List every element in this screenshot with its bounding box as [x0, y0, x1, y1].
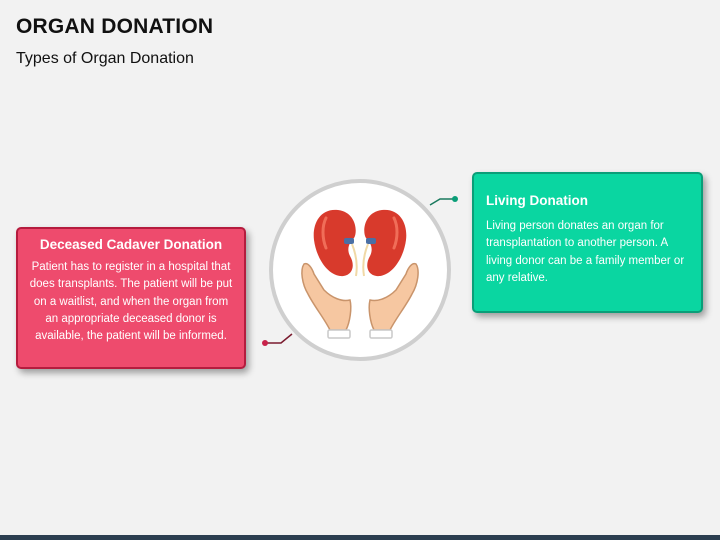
deceased-donation-card: Deceased Cadaver Donation Patient has to…: [16, 227, 246, 369]
connector-living: [429, 196, 458, 206]
living-donation-card: Living Donation Living person donates an…: [472, 172, 703, 313]
page-title: ORGAN DONATION: [16, 15, 214, 38]
right-hand-icon: [368, 262, 419, 339]
deceased-donation-title: Deceased Cadaver Donation: [39, 237, 223, 252]
center-illustration: [268, 178, 452, 367]
right-kidney-icon: [362, 209, 407, 277]
living-donation-text: Living person donates an organ for trans…: [486, 220, 685, 284]
page-subtitle: Types of Organ Donation: [16, 50, 194, 67]
kidneys-in-hands-icon: [269, 179, 451, 361]
left-hand-icon: [301, 262, 352, 339]
deceased-donation-text: Patient has to register in a hospital th…: [29, 261, 233, 343]
living-donation-title: Living Donation: [486, 193, 588, 208]
bottom-bar: [0, 535, 720, 540]
left-kidney-icon: [313, 209, 358, 277]
connector-deceased: [262, 333, 293, 346]
